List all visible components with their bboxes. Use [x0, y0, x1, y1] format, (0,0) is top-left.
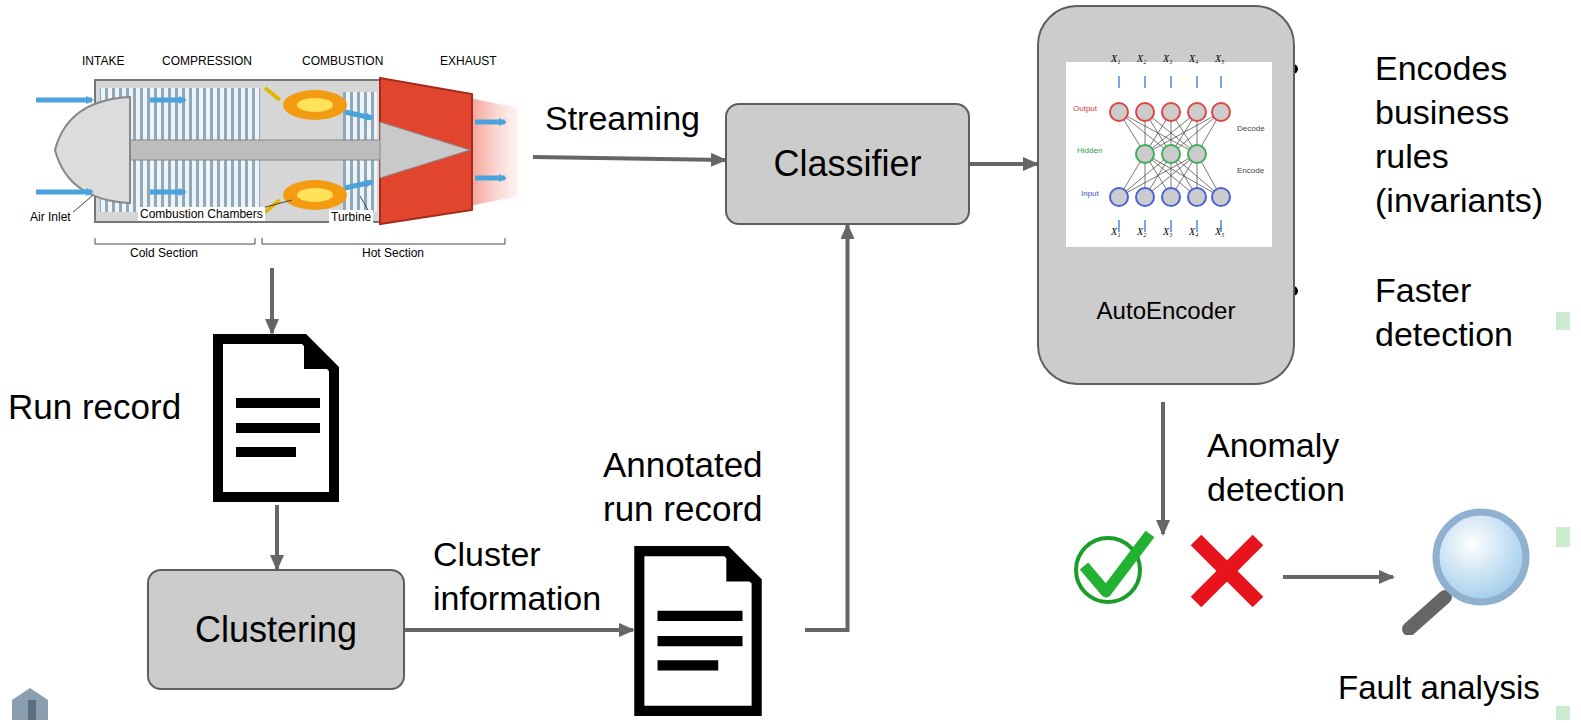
layer-label: Input: [1081, 189, 1099, 199]
part-label: INTAKE: [80, 54, 126, 68]
flow-arrow: [270, 268, 274, 333]
neuron-symbol: X₁: [1111, 53, 1121, 65]
node-label: Annotated run record: [603, 443, 788, 531]
part-label: Cold Section: [128, 246, 200, 260]
neuron-symbol: X₃: [1163, 53, 1173, 65]
neuron-symbol: X₂: [1137, 53, 1147, 65]
part-label: Hot Section: [360, 246, 426, 260]
neuron-symbol: X₁: [1111, 226, 1121, 238]
bullet-text: Faster detection: [1375, 268, 1571, 356]
part-label: COMPRESSION: [160, 54, 254, 68]
jet-engine: [36, 78, 518, 244]
process-box: Clustering: [147, 569, 405, 690]
part-label: Combustion Chambers: [138, 207, 265, 221]
corner-marks: [12, 312, 1570, 720]
flow-arrow: [970, 162, 1037, 166]
neuron-symbol: X₅: [1215, 53, 1225, 65]
layer-label: Hidden: [1077, 146, 1102, 156]
neuron-symbol: X₅: [1215, 226, 1225, 238]
part-label: Turbine: [329, 210, 373, 224]
document-icon: Run record: [212, 333, 340, 503]
neuron-symbol: X₃: [1163, 226, 1173, 238]
neuron-symbol: X₂: [1137, 226, 1147, 238]
layer-label: Output: [1073, 104, 1097, 114]
flow-arrow: [533, 157, 725, 160]
node-label: Fault analysis: [1338, 668, 1540, 708]
edge-label: Streaming: [545, 96, 700, 140]
result-icons: [1076, 402, 1393, 602]
flow-arrow: [405, 628, 633, 632]
flow-arrow: [805, 225, 848, 630]
magnifier-icon: Fault analysis: [1395, 505, 1530, 635]
node-label: Run record: [8, 386, 181, 428]
neuron-symbol: X₄: [1189, 53, 1199, 65]
part-label: Air Inlet: [28, 210, 73, 224]
engine-figure: INTAKE COMPRESSION COMBUSTION EXHAUST Air In…: [28, 50, 523, 265]
note-label: Anomaly detection: [1207, 423, 1377, 511]
layer-label: Decode: [1237, 124, 1265, 134]
flow-arrow: [275, 505, 279, 569]
neuron-symbol: X₄: [1189, 226, 1199, 238]
layer-label: Encode: [1237, 166, 1264, 176]
process-box: Classifier: [725, 103, 970, 225]
box-label: Clustering: [195, 609, 357, 651]
part-label: COMBUSTION: [300, 54, 385, 68]
box-label: Classifier: [773, 143, 921, 185]
edge-label: Cluster information: [433, 532, 628, 620]
document-icon: Annotated run record: [633, 545, 763, 717]
bullet-text: Encodes business rules (invariants): [1375, 46, 1571, 222]
part-label: EXHAUST: [438, 54, 499, 68]
node-label: AutoEncoder: [1039, 297, 1293, 326]
